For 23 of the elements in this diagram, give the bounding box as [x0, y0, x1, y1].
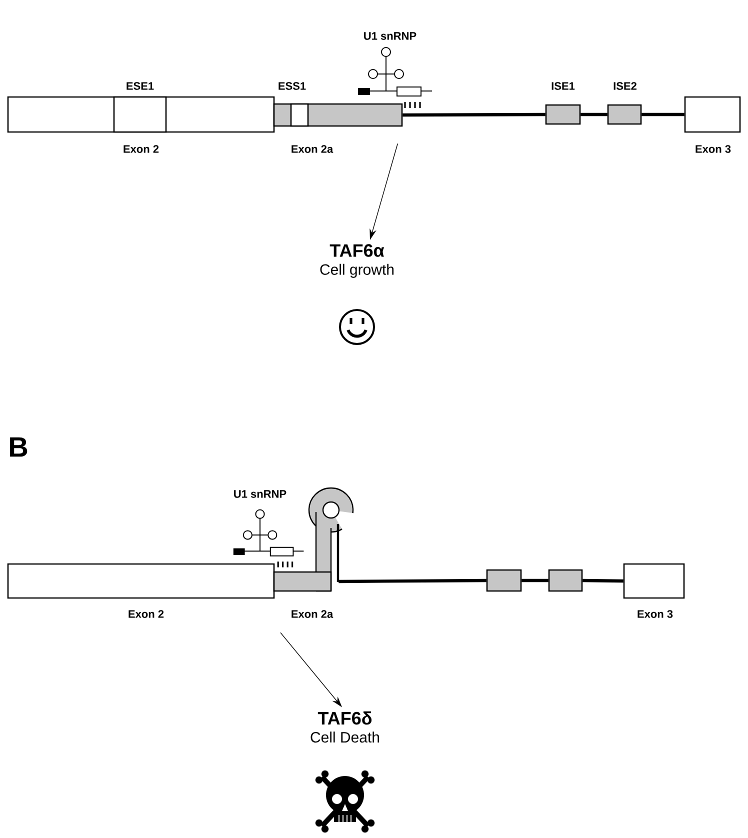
complex-label: U1 snRNP	[364, 32, 416, 40]
exon-label: Exon 3	[638, 610, 673, 618]
complex-label: U1 snRNP	[234, 490, 286, 498]
exon-label: ESS1	[278, 82, 306, 90]
exon-label: Exon 2a	[292, 610, 334, 618]
outcome-label: TAF6δ Cell Death	[310, 711, 380, 743]
intron-line	[642, 112, 684, 116]
exon-label: Exon 2	[124, 145, 159, 153]
exon-label: ISE1	[552, 82, 575, 90]
intron-line	[582, 578, 624, 583]
exon-label: ISE2	[614, 82, 636, 90]
intron-line	[522, 578, 548, 582]
panel-letter: B	[10, 437, 28, 457]
intron-line	[402, 112, 546, 117]
exon-label: ESE1	[126, 82, 154, 90]
exon-label: Exon 2	[128, 610, 164, 618]
outcome-label: TAF6α Cell growth	[320, 244, 394, 278]
exon-label: Exon 2a	[292, 145, 334, 153]
intron-element-box	[548, 569, 583, 592]
intron-element-box	[486, 569, 522, 592]
intron-line	[580, 112, 608, 116]
intron-line	[338, 578, 486, 584]
exon-label: Exon 3	[696, 145, 731, 153]
